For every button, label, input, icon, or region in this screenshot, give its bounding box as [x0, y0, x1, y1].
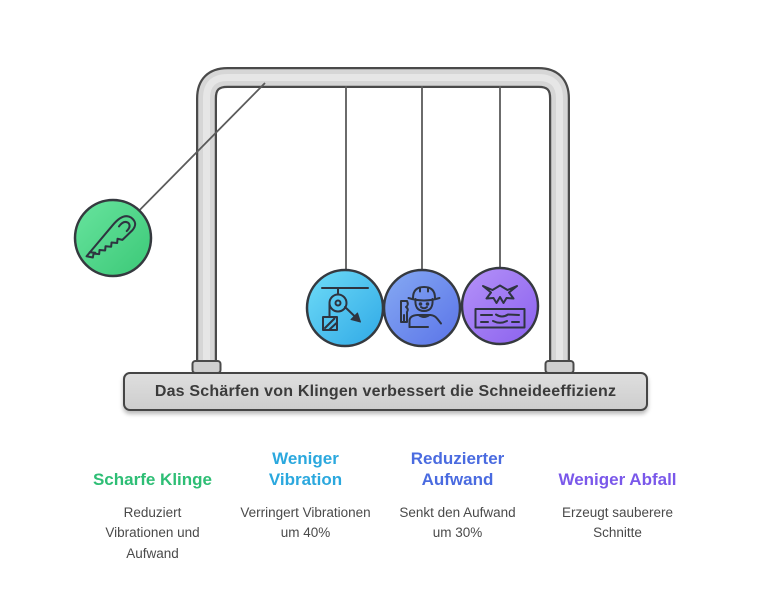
pulley-icon	[321, 287, 369, 331]
benefit-heading: Weniger Abfall	[558, 469, 677, 489]
pendulum-strings	[116, 82, 501, 272]
handsaw-icon	[85, 215, 137, 259]
cradle-illustration	[73, 0, 575, 445]
sawdust-plank-icon	[474, 284, 526, 329]
benefit-description: Erzeugt sauberere Schnitte	[561, 505, 674, 541]
benefit-column-sharp-blade: Scharfe Klinge Reduziert Vibrationen und…	[70, 440, 235, 564]
benefit-column-reduced-effort: Reduzierter Aufwand Senkt den Aufwand um…	[380, 440, 535, 544]
less-waste-ball	[460, 266, 540, 346]
worker-icon	[400, 286, 442, 328]
benefit-description: Senkt den Aufwand um 30%	[399, 505, 516, 541]
benefit-heading: Weniger Vibration	[268, 448, 343, 489]
base-banner: Das Schärfen von Klingen verbessert die …	[123, 372, 648, 411]
benefit-column-less-vibration: Weniger Vibration Verringert Vibrationen…	[228, 440, 383, 544]
string-swung	[116, 82, 266, 234]
benefit-heading: Scharfe Klinge	[92, 469, 213, 489]
less-vibration-ball	[305, 268, 385, 348]
benefit-description: Verringert Vibrationen um 40%	[240, 505, 371, 541]
benefits-row: Scharfe Klinge Reduziert Vibrationen und…	[0, 440, 768, 590]
benefit-column-less-waste: Weniger Abfall Erzeugt sauberere Schnitt…	[535, 440, 700, 544]
reduced-effort-ball	[382, 268, 462, 348]
benefit-heading: Reduzierter Aufwand	[410, 448, 505, 489]
banner-text: Das Schärfen von Klingen verbessert die …	[154, 382, 617, 400]
sharp-blade-ball	[73, 198, 153, 278]
cradle-frame	[191, 78, 575, 374]
benefit-description: Reduziert Vibrationen und Aufwand	[105, 505, 200, 561]
